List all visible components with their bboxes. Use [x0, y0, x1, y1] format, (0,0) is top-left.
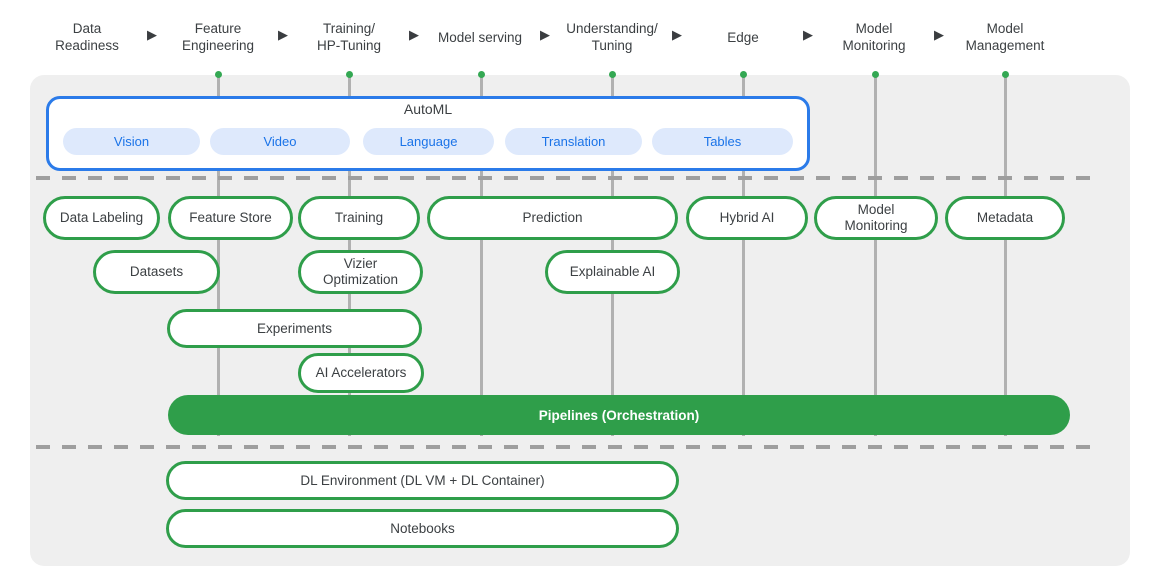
automl-pill-vision: Vision: [63, 128, 200, 155]
automl-pill-video: Video: [210, 128, 350, 155]
pill-data-labeling: Data Labeling: [43, 196, 160, 240]
pill-training: Training: [298, 196, 420, 240]
automl-title: AutoML: [403, 101, 453, 117]
pill-experiments: Experiments: [167, 309, 422, 348]
stage-line: [1003, 75, 1007, 436]
pill-notebooks: Notebooks: [166, 509, 679, 548]
stage-dot: [477, 71, 485, 78]
stage-dot: [214, 71, 222, 78]
automl-pill-tables: Tables: [652, 128, 793, 155]
pill-explainable-ai: Explainable AI: [545, 250, 680, 294]
automl-pill-language: Language: [363, 128, 494, 155]
stage-label-model-serving: Model serving: [437, 29, 523, 45]
stage-dot: [871, 71, 879, 78]
stage-line: [873, 75, 877, 436]
pipelines-bar: Pipelines (Orchestration): [168, 395, 1070, 435]
stage-dot: [608, 71, 616, 78]
stage-label-model-management: Model Management: [965, 21, 1045, 53]
stage-label-edge: Edge: [727, 29, 759, 45]
automl-pill-translation: Translation: [505, 128, 642, 155]
pill-metadata: Metadata: [945, 196, 1065, 240]
pill-dl-environment: DL Environment (DL VM + DL Container): [166, 461, 679, 500]
stage-dot: [1001, 71, 1009, 78]
stage-arrow-icon: ▶: [278, 27, 288, 42]
stage-label-training-hp-tuning: Training/ HP-Tuning: [316, 21, 382, 53]
stage-arrow-icon: ▶: [803, 27, 813, 42]
divider-dashed-top: [36, 176, 1100, 180]
stage-label-feature-engineering: Feature Engineering: [181, 21, 255, 53]
stage-dot: [739, 71, 747, 78]
pill-vizier-optimization: Vizier Optimization: [298, 250, 423, 294]
pill-ai-accelerators: AI Accelerators: [298, 353, 424, 393]
stage-dot: [345, 71, 353, 78]
stage-arrow-icon: ▶: [409, 27, 419, 42]
stage-line: [479, 75, 483, 436]
pill-datasets: Datasets: [93, 250, 220, 294]
stage-arrow-icon: ▶: [147, 27, 157, 42]
stage-line: [741, 75, 745, 436]
divider-dashed-bottom: [36, 445, 1100, 449]
pill-prediction: Prediction: [427, 196, 678, 240]
stage-label-data-readiness: Data Readiness: [55, 21, 119, 53]
pill-feature-store: Feature Store: [168, 196, 293, 240]
stage-label-model-monitoring: Model Monitoring: [842, 21, 906, 53]
stage-arrow-icon: ▶: [934, 27, 944, 42]
stage-label-understanding-tuning: Understanding/ Tuning: [566, 21, 658, 53]
stage-line: [216, 75, 220, 436]
stage-arrow-icon: ▶: [672, 27, 682, 42]
pill-hybrid-ai: Hybrid AI: [686, 196, 808, 240]
stage-arrow-icon: ▶: [540, 27, 550, 42]
pill-model-monitoring: Model Monitoring: [814, 196, 938, 240]
